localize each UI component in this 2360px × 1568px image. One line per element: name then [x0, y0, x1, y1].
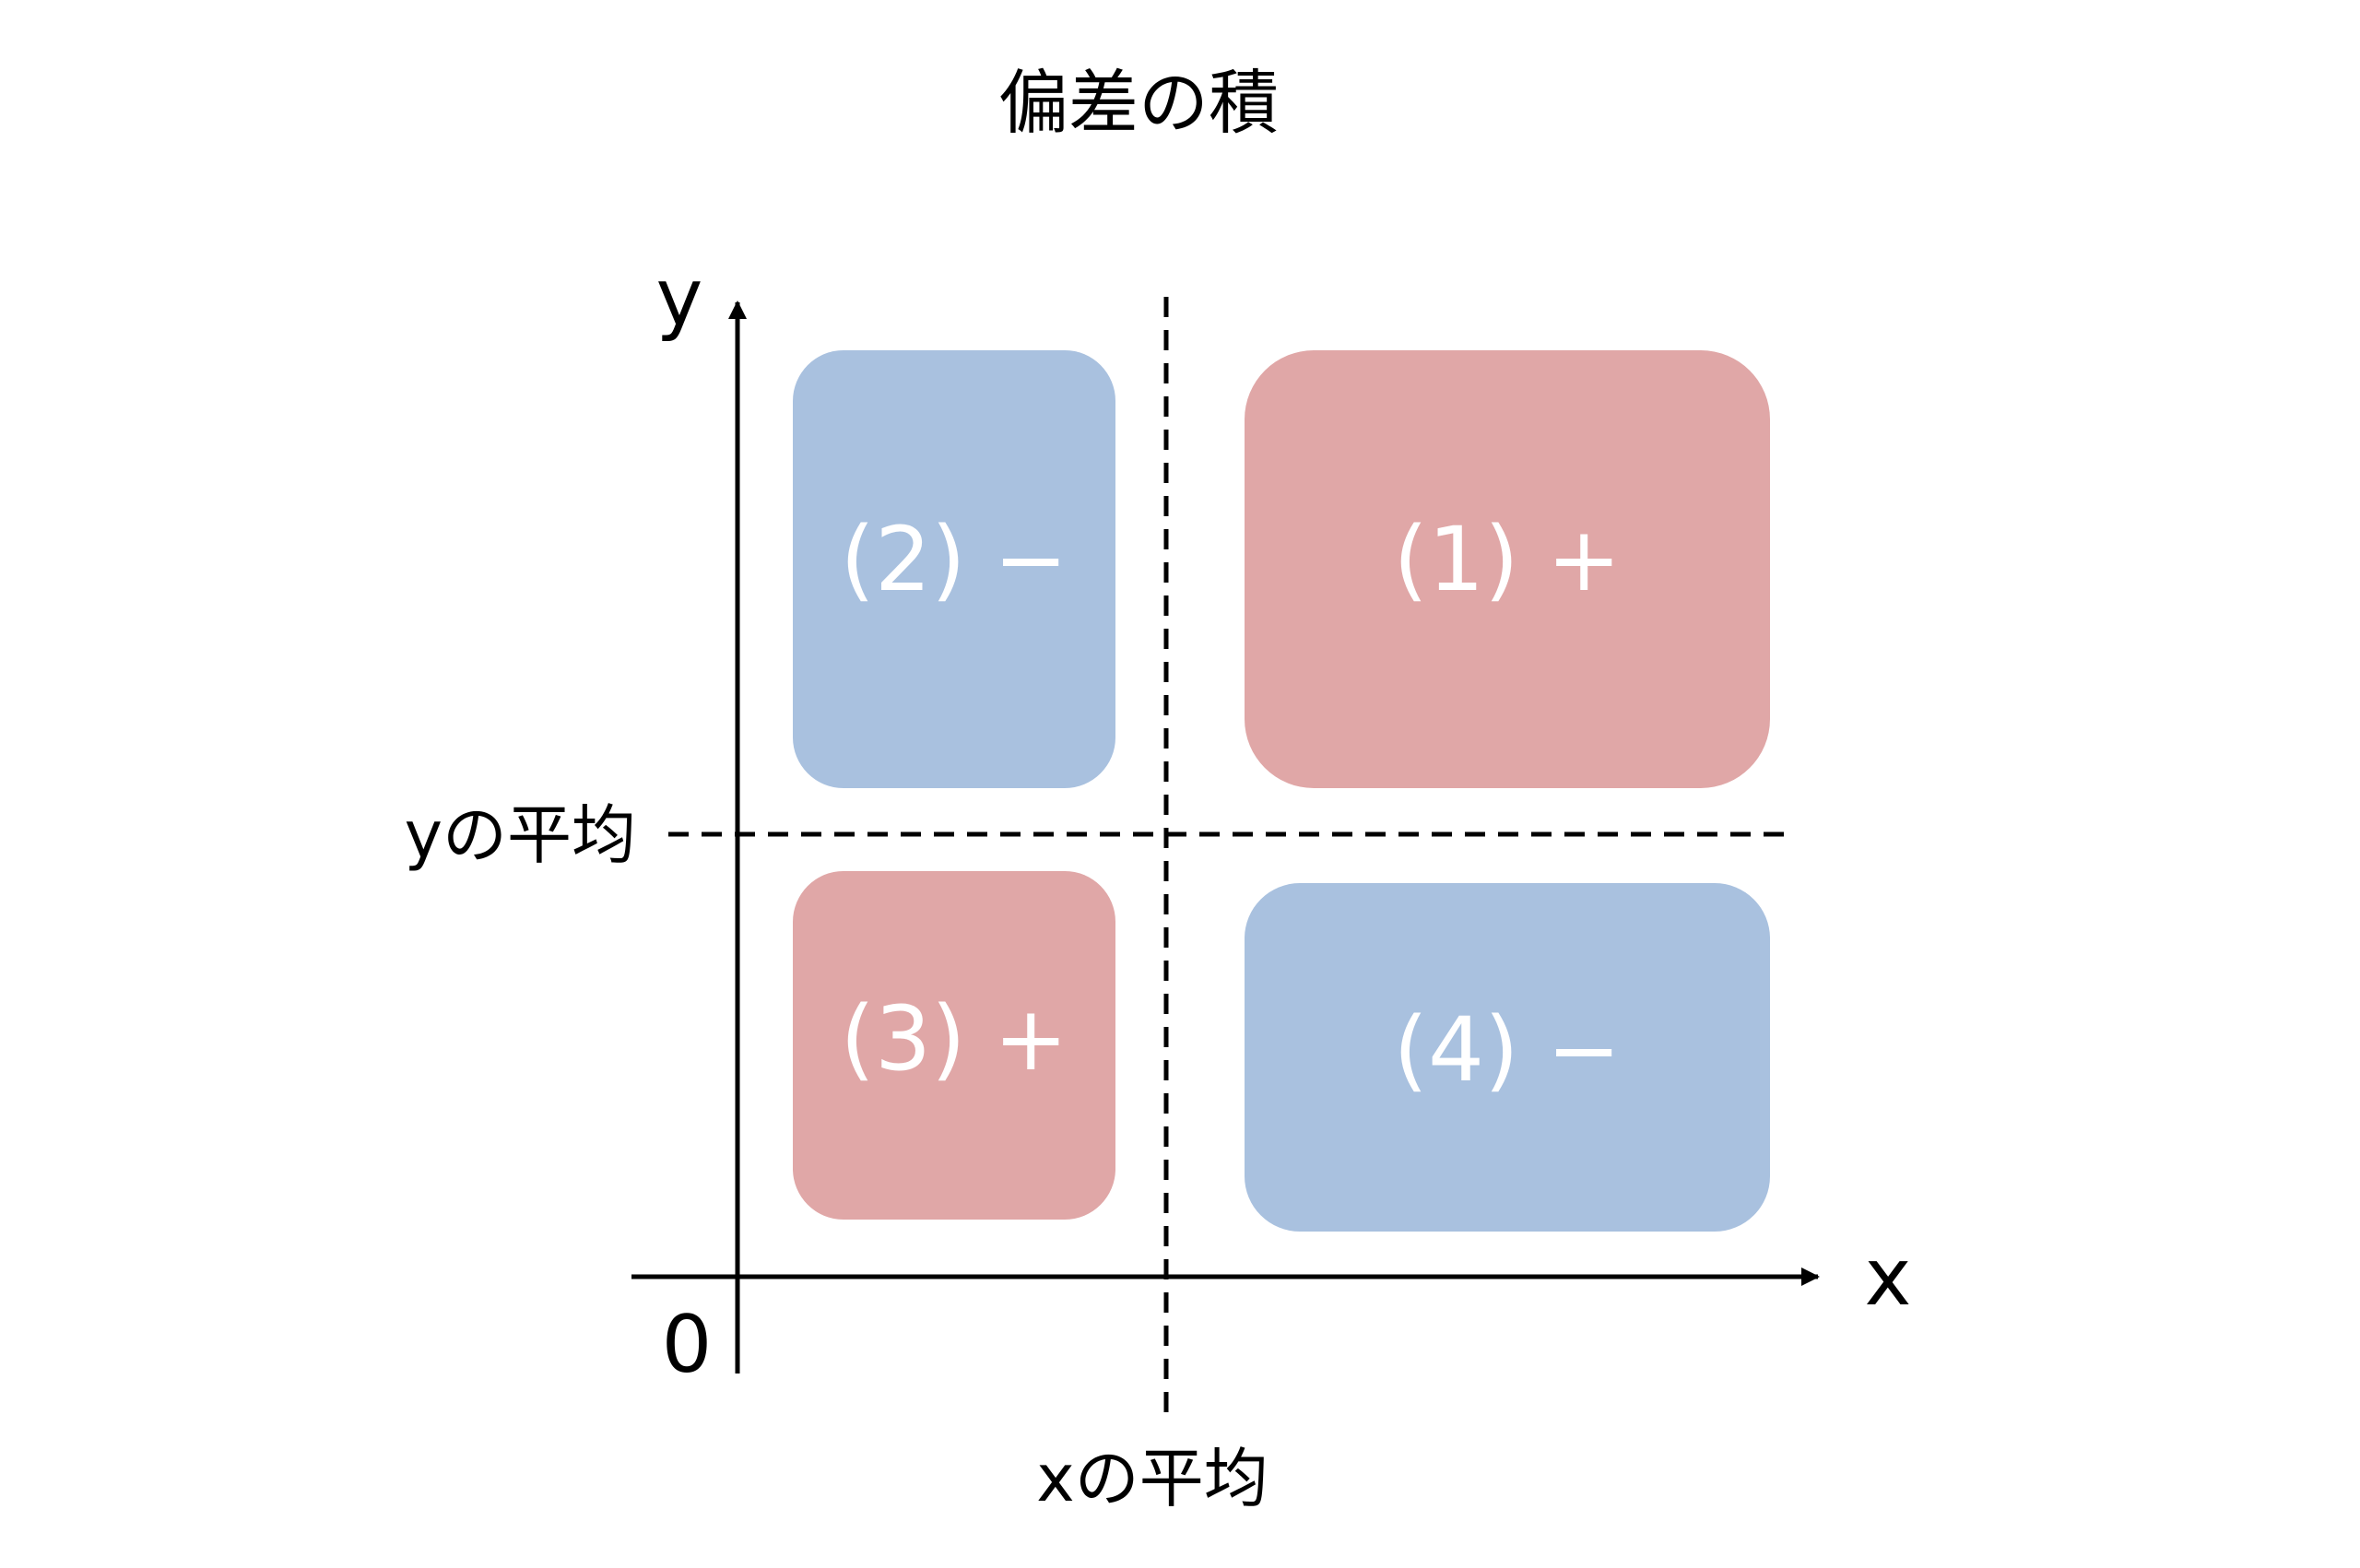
quadrant-1-label: (1) + [1394, 508, 1622, 611]
quadrant-3-label: (3) + [841, 987, 1068, 1091]
quadrant-1-box [1245, 350, 1770, 788]
y-axis-label: y [656, 252, 703, 344]
quadrant-4: (4) − [1245, 883, 1770, 1232]
quadrant-3: (3) + [793, 871, 1115, 1220]
quadrant-2: (2) − [793, 350, 1115, 788]
quadrant-2-box [793, 350, 1115, 788]
quadrant-3-box [793, 871, 1115, 1220]
quadrant-4-label: (4) − [1394, 998, 1622, 1102]
y-mean-label: yの平均 [405, 797, 636, 873]
diagram-title: 偏差の積 [998, 62, 1279, 144]
origin-label: 0 [662, 1299, 713, 1391]
quadrant-1: (1) + [1245, 350, 1770, 788]
quadrant-4-box [1245, 883, 1770, 1232]
x-mean-label: xの平均 [1036, 1441, 1268, 1516]
x-axis-label: x [1865, 1232, 1912, 1324]
quadrant-2-label: (2) − [841, 508, 1068, 611]
